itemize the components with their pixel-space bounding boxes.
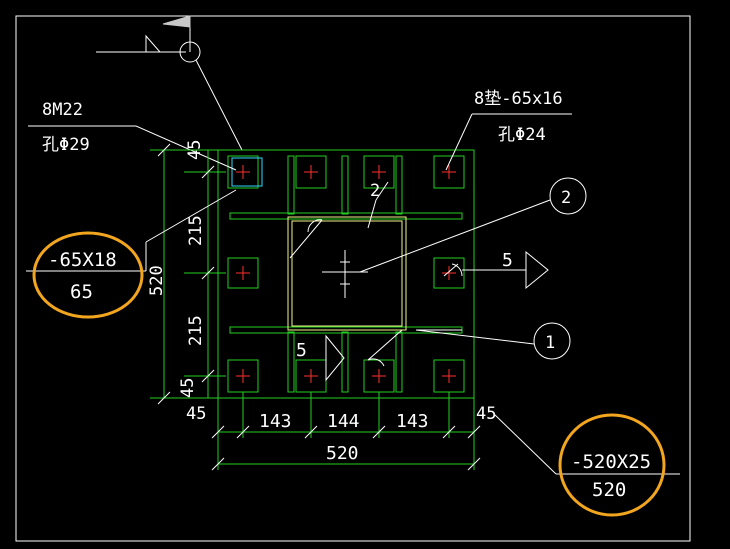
section-cut-lines xyxy=(289,181,463,367)
bolt-bottom-left xyxy=(227,359,259,393)
stiffener-highlight xyxy=(32,231,144,319)
section-mark-bottom: 5 xyxy=(296,334,345,382)
bolt-top-mid-right xyxy=(363,155,395,189)
washer-label: 8垫-65x16 xyxy=(474,89,563,109)
dim-bottom-45-right: 45 xyxy=(476,404,496,424)
dim-bottom-143-left: 143 xyxy=(259,411,292,432)
inner-mark-label: 2 xyxy=(370,181,380,201)
callout-1: 1 xyxy=(415,322,571,360)
anchor-bolts xyxy=(227,155,465,393)
washer-callout: 8垫-65x16 孔Φ24 xyxy=(445,89,572,171)
base-plate xyxy=(217,149,475,399)
callout-2: 2 xyxy=(359,177,587,273)
washer-hole-label: 孔Φ24 xyxy=(498,125,546,145)
bolt-top-mid-left xyxy=(295,155,327,189)
section-mark-right: 5 xyxy=(462,250,549,290)
base-plate-highlight xyxy=(558,413,666,517)
dim-left-45-bottom: 45 xyxy=(178,378,198,398)
bolt-bottom-right xyxy=(433,359,465,393)
left-dimensions: 45 215 215 45 520 xyxy=(147,140,226,405)
bolt-top-left xyxy=(227,155,263,189)
svg-text:1: 1 xyxy=(545,333,555,353)
bolt-bottom-mid-right xyxy=(363,359,395,393)
svg-text:-65X18: -65X18 xyxy=(48,249,117,271)
dim-bottom-143-right: 143 xyxy=(396,411,429,432)
elevation-flag-icon xyxy=(96,15,243,151)
stiffener-spec: -65X18 65 xyxy=(26,189,237,319)
dim-left-overall: 520 xyxy=(147,265,167,296)
dim-left-215-lower: 215 xyxy=(186,315,206,346)
svg-text:520: 520 xyxy=(592,479,626,501)
bolt-hole-label: 孔Φ29 xyxy=(42,135,90,155)
dim-bottom-45-left: 45 xyxy=(186,404,206,424)
dim-bottom-overall: 520 xyxy=(326,443,359,464)
bolt-top-right xyxy=(433,155,465,189)
bolt-mid-left xyxy=(227,257,259,289)
dim-left-215-upper: 215 xyxy=(186,215,206,246)
anchor-bolt-label: 8M22 xyxy=(42,100,83,120)
svg-text:5: 5 xyxy=(502,250,513,271)
bottom-dimensions: 45 143 144 143 45 520 xyxy=(186,392,496,471)
stiffeners xyxy=(229,155,463,393)
anchor-bolt-callout: 8M22 孔Φ29 xyxy=(28,100,237,171)
dim-bottom-144: 144 xyxy=(327,411,360,432)
base-plate-spec: -520X25 520 xyxy=(493,413,680,517)
dim-left-45-top: 45 xyxy=(185,140,205,160)
drawing-frame xyxy=(15,15,691,542)
svg-text:2: 2 xyxy=(561,188,571,208)
bolt-bottom-mid-left xyxy=(295,359,327,393)
column-section xyxy=(287,216,407,331)
svg-text:65: 65 xyxy=(70,281,93,303)
svg-text:5: 5 xyxy=(296,340,307,361)
bolt-mid-right xyxy=(433,257,465,289)
svg-text:-520X25: -520X25 xyxy=(571,451,651,473)
